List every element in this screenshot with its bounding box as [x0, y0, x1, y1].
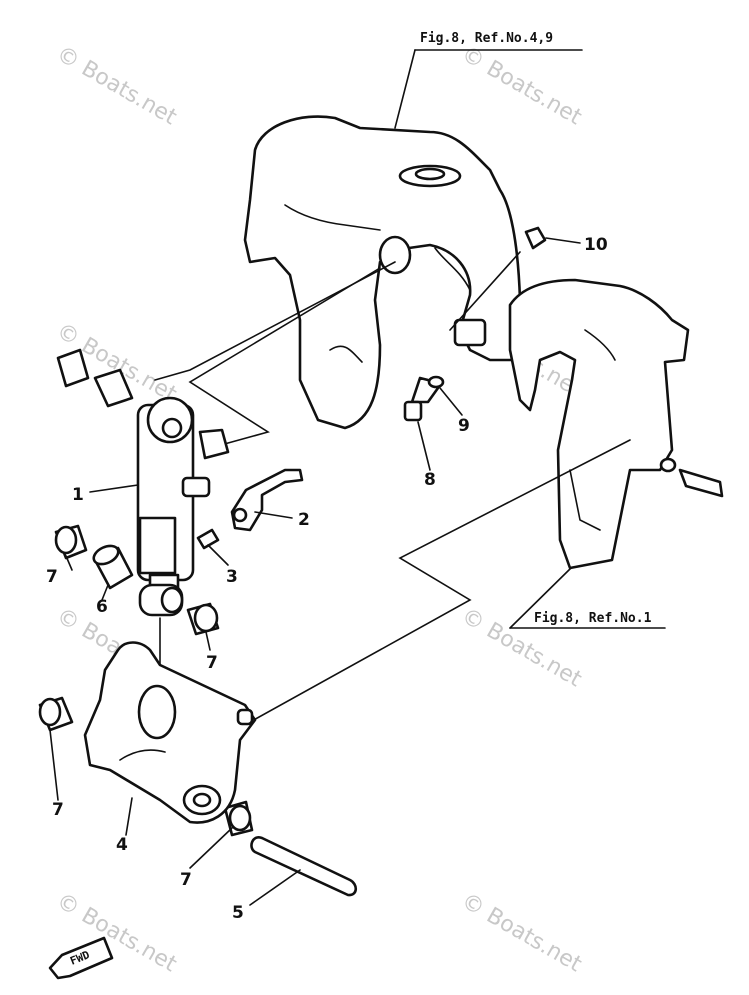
- upper-bushings: [56, 348, 230, 460]
- lever-bracket: [230, 468, 304, 532]
- callout-6: 6: [96, 597, 108, 617]
- callout-5: 5: [232, 903, 244, 923]
- callout-9: 9: [458, 416, 470, 436]
- watermark: © Boats.net: [457, 42, 586, 131]
- callout-10: 10: [584, 235, 608, 255]
- clamp-bracket-upper: [243, 115, 522, 430]
- reference-label-upper: Fig.8, Ref.No.4,9: [420, 31, 553, 46]
- callout-8: 8: [424, 470, 436, 490]
- bolt-right: [659, 457, 724, 498]
- callout-3: 3: [226, 567, 238, 587]
- callout-4: 4: [116, 835, 128, 855]
- collar-7a: [54, 524, 88, 560]
- washer: [427, 375, 445, 389]
- collar-7c: [38, 696, 74, 732]
- assembly-lines: [154, 251, 631, 736]
- callout-1: 1: [72, 485, 84, 505]
- callout-7d: 7: [180, 870, 192, 890]
- collar-7d: [223, 800, 254, 837]
- swivel-bracket: [83, 641, 257, 824]
- reference-upper: Fig.8, Ref.No.4,9: [394, 31, 583, 129]
- watermark: © Boats.net: [457, 889, 586, 978]
- bushing: [92, 544, 134, 590]
- callout-2: 2: [298, 510, 310, 530]
- collar-7b: [186, 602, 220, 636]
- clamp-bracket-lower: [508, 278, 690, 570]
- callout-7b: 7: [206, 653, 218, 673]
- reference-label-lower: Fig.8, Ref.No.1: [534, 611, 652, 626]
- tilt-cylinder: [136, 396, 211, 617]
- fwd-arrow: FWD: [48, 936, 114, 980]
- callout-7c: 7: [52, 800, 64, 820]
- watermark: © Boats.net: [52, 42, 181, 131]
- callout-leaders: [49, 237, 581, 906]
- callout-7a: 7: [46, 567, 58, 587]
- nut: [524, 226, 547, 250]
- pivot-pin: [250, 836, 358, 897]
- reference-lower: Fig.8, Ref.No.1: [509, 566, 666, 629]
- callouts: 1 2 3 7 6 7 7 4 7 5 8 9 10: [46, 235, 608, 923]
- screw: [196, 528, 220, 550]
